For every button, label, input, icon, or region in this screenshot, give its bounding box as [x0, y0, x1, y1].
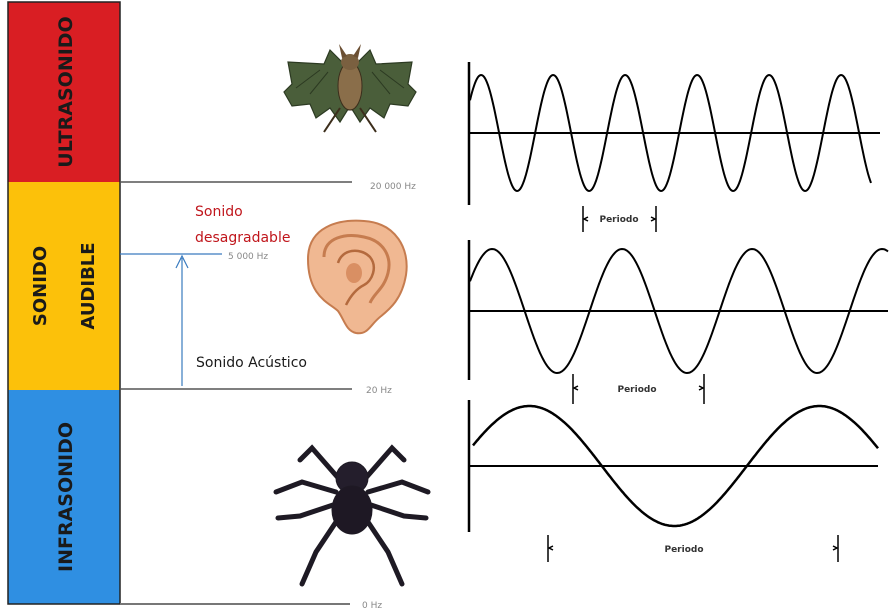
period-label-3: Periodo	[664, 545, 703, 555]
note-acoustic: Sonido Acústico	[196, 355, 307, 371]
note-unpleasant-line1: Sonido	[195, 204, 243, 220]
label-ultrasonido: ULTRASONIDO	[55, 16, 77, 167]
period-label-2: Periodo	[617, 385, 656, 395]
note-unpleasant-line2: desagradable	[195, 230, 290, 246]
bat-icon	[284, 44, 416, 132]
spider-icon	[276, 448, 428, 584]
freq-0hz: 0 Hz	[362, 601, 382, 611]
label-audible: AUDIBLE	[78, 242, 99, 329]
freq-5000hz: 5 000 Hz	[228, 252, 268, 262]
band-audible	[8, 182, 120, 390]
freq-20000hz: 20 000 Hz	[370, 182, 416, 192]
label-infrasonido: INFRASONIDO	[55, 422, 77, 572]
freq-20hz: 20 Hz	[366, 386, 392, 396]
ear-icon	[308, 221, 407, 334]
label-sonido: SONIDO	[30, 246, 51, 326]
period-label-1: Periodo	[599, 215, 638, 225]
